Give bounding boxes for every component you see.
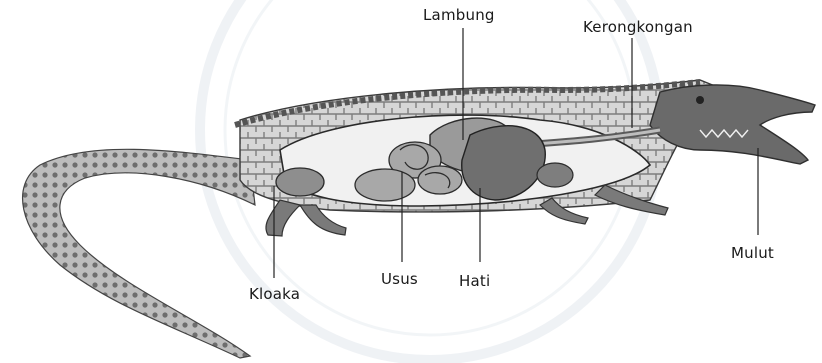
label-mulut: Mulut — [731, 244, 774, 262]
heart-organ — [537, 163, 573, 187]
label-hati: Hati — [459, 272, 490, 290]
label-kerongkongan: Kerongkongan — [583, 18, 693, 36]
hind-leg — [266, 200, 300, 236]
label-usus: Usus — [381, 270, 418, 288]
crocodile-head — [650, 85, 815, 164]
label-lambung: Lambung — [423, 6, 495, 24]
label-kloaka: Kloaka — [249, 285, 300, 303]
crocodile-eye — [696, 96, 704, 104]
crocodile-tail — [23, 149, 255, 358]
cloaca-organ — [276, 168, 324, 196]
